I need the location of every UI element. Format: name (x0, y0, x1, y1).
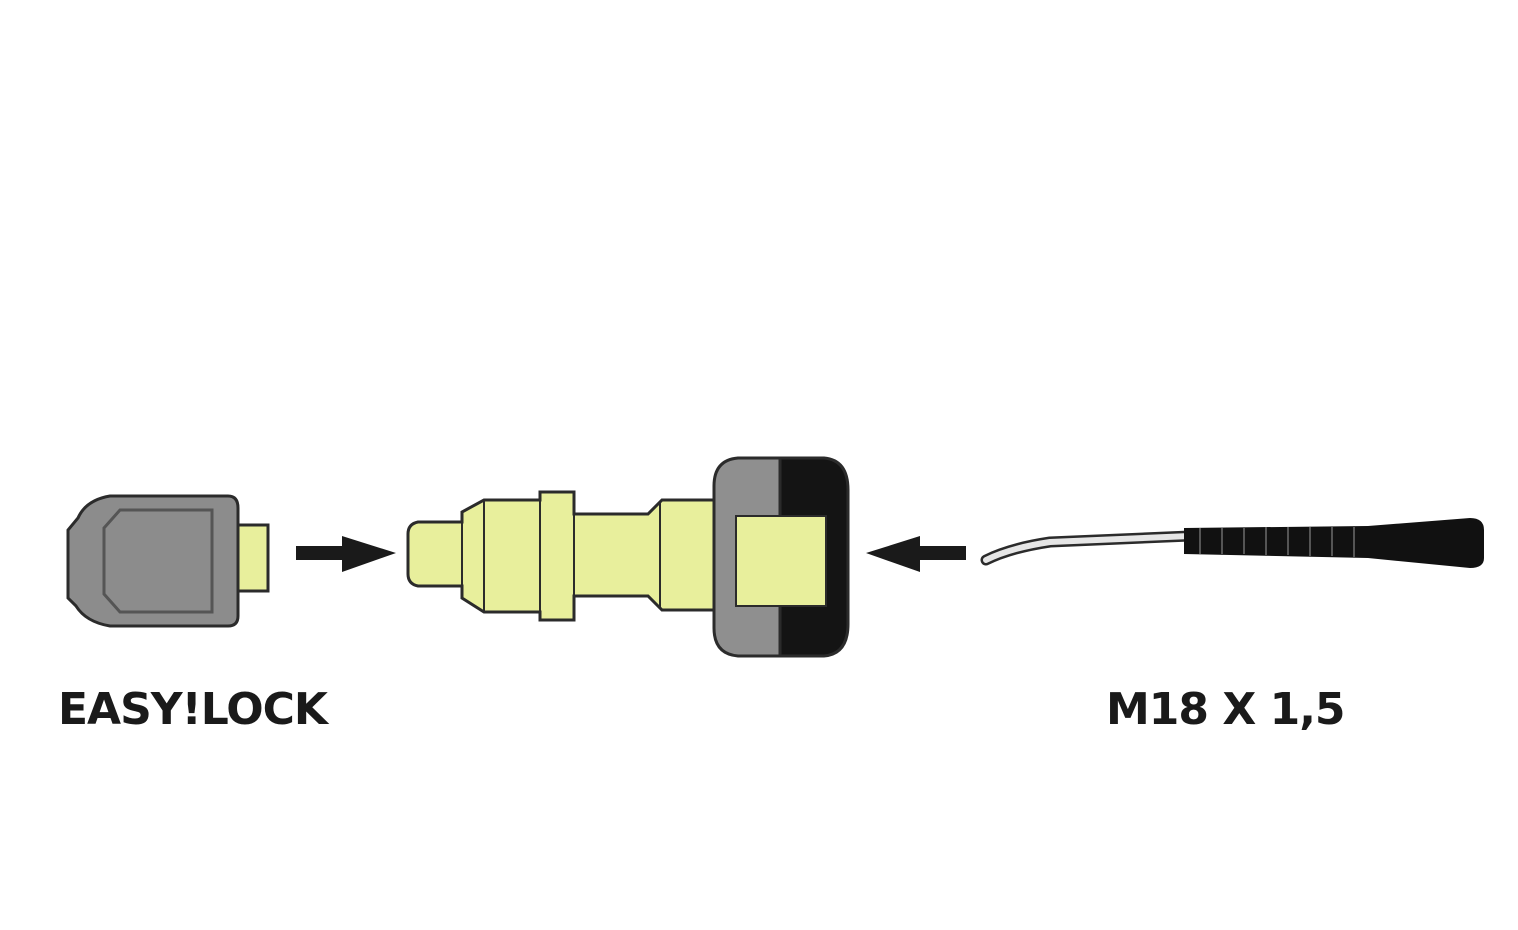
nozzle-facet (102, 508, 214, 614)
arrow-right-icon (296, 536, 396, 572)
arrow-left-icon (866, 536, 966, 572)
adapter-icon (406, 456, 850, 658)
nozzle-body (66, 494, 240, 628)
lance-grip (1184, 518, 1484, 568)
lance-icon (980, 518, 1484, 568)
nozzle-icon (66, 494, 270, 628)
easylock-label: EASY!LOCK (58, 684, 328, 735)
lance-grip-ridges (1199, 527, 1355, 557)
thread-size-label: M18 X 1,5 (1106, 684, 1346, 735)
adapter-body (406, 490, 722, 622)
adapter-cap-thread (735, 515, 827, 607)
